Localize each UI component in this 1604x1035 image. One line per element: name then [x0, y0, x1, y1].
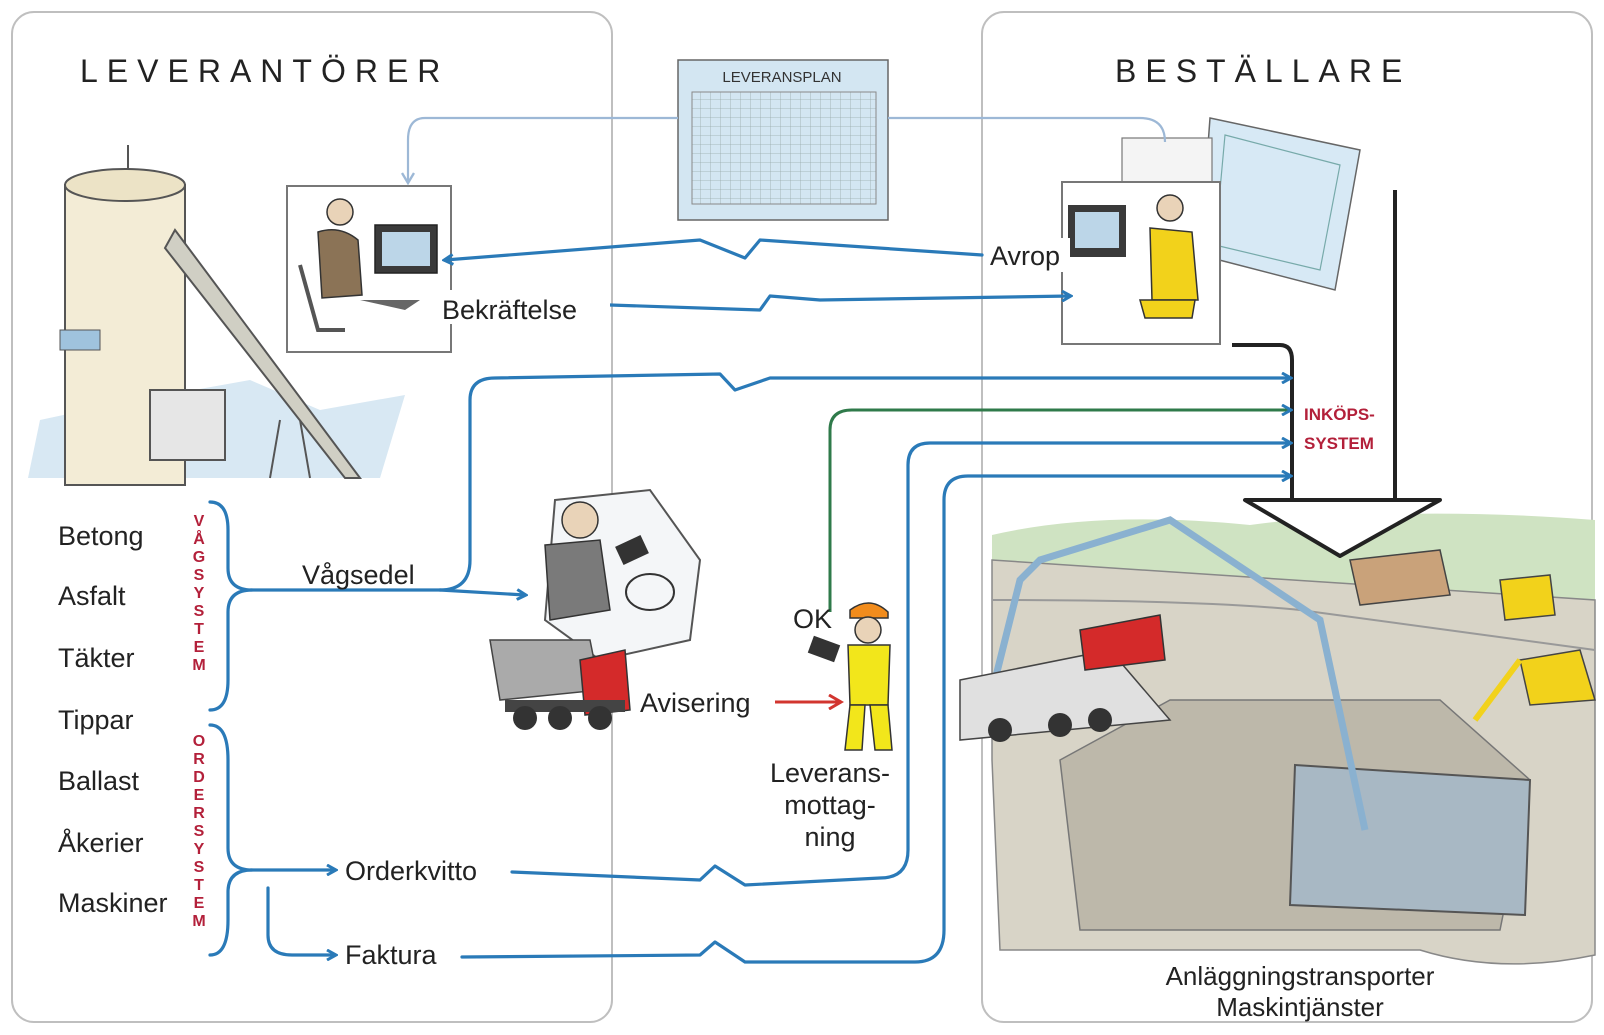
ok-label: OK [793, 604, 832, 634]
site-caption-line2: Maskintjänster [1216, 992, 1384, 1022]
supplier-maskiner: Maskiner [58, 888, 168, 918]
bekraftelse-label: Bekräftelse [442, 295, 577, 325]
inkopssystem-label-line2: SYSTEM [1304, 434, 1374, 453]
vagsedel-label: Vågsedel [302, 560, 415, 590]
ordersystem-label: ORDERSYSTEM [191, 733, 208, 931]
vagsystem-label: VÅGSYSTEM [191, 513, 208, 675]
suppliers-title: LEVERANTÖRER [80, 53, 449, 89]
buyer-workstation-illustration [1061, 117, 1361, 345]
supplier-akerier: Åkerier [58, 827, 144, 858]
supplier-betong: Betong [58, 521, 144, 551]
supplier-asfalt: Asfalt [58, 581, 126, 611]
supplier-tippar: Tippar [58, 705, 134, 735]
leveransmottagning-line3: ning [804, 822, 855, 852]
supplier-workstation-illustration [286, 185, 452, 353]
leveransplan-document [677, 59, 889, 221]
site-caption-line1: Anläggningstransporter [1166, 961, 1435, 991]
leveransmottagning-line2: mottag- [784, 790, 876, 820]
inkopssystem-label-line1: INKÖPS- [1304, 405, 1375, 424]
supplier-ballast: Ballast [58, 766, 140, 796]
supplier-takter: Täkter [58, 643, 135, 673]
avisering-label: Avisering [640, 688, 751, 718]
delivery-receiver-illustration [807, 602, 893, 751]
buyers-title: BESTÄLLARE [1115, 53, 1411, 89]
faktura-label: Faktura [345, 940, 438, 970]
concrete-plant-illustration [28, 145, 405, 486]
construction-site-illustration [959, 513, 1596, 965]
avrop-label: Avrop [990, 241, 1060, 271]
leveransplan-title: LEVERANSPLAN [722, 69, 841, 86]
leveransmottagning-line1: Leverans- [770, 758, 890, 788]
orderkvitto-label: Orderkvitto [345, 856, 477, 886]
truck-driver-illustration [489, 488, 702, 730]
